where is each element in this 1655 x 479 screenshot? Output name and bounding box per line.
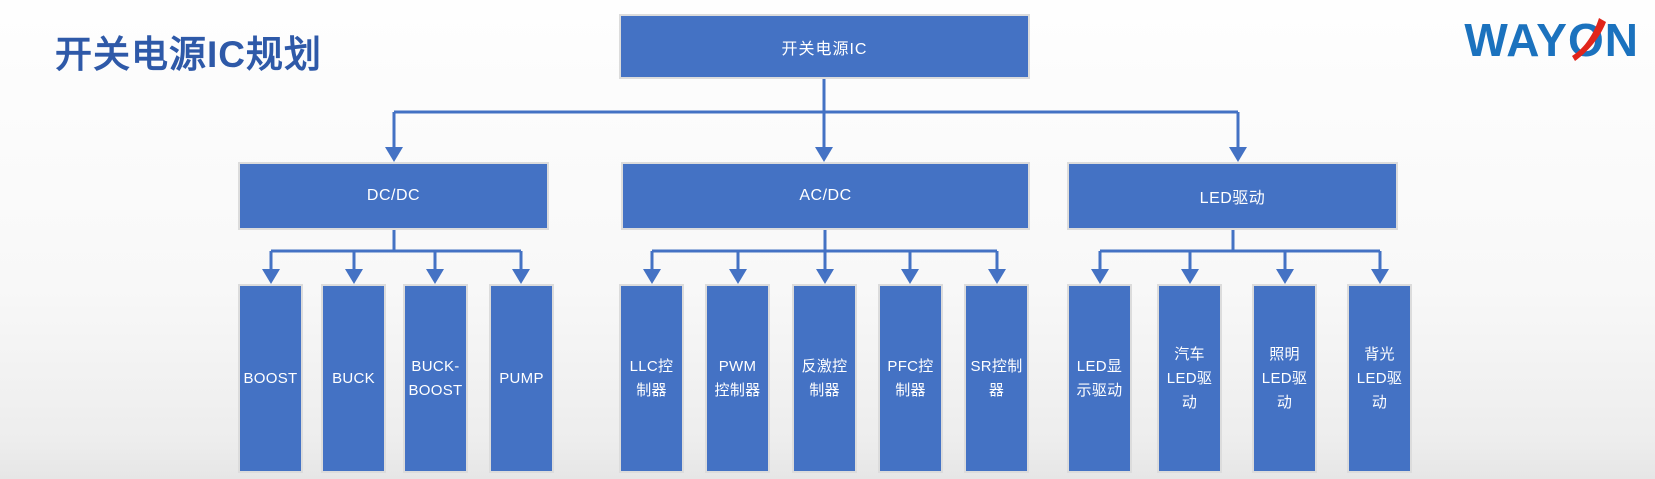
node-buck: BUCK bbox=[321, 284, 386, 473]
logo-text-n: N bbox=[1604, 14, 1639, 66]
node-llc-controller: LLC控 制器 bbox=[619, 284, 684, 473]
logo-text-way: WAY bbox=[1464, 14, 1568, 66]
node-led-display-driver: LED显 示驱动 bbox=[1067, 284, 1132, 473]
node-switching-power-ic: 开关电源IC bbox=[619, 14, 1030, 79]
node-backlight-led-driver: 背光 LED驱 动 bbox=[1347, 284, 1412, 473]
node-acdc: AC/DC bbox=[621, 162, 1030, 230]
node-sr-controller: SR控制 器 bbox=[964, 284, 1029, 473]
node-boost: BOOST bbox=[238, 284, 303, 473]
node-lighting-led-driver: 照明 LED驱 动 bbox=[1252, 284, 1317, 473]
node-flyback-controller: 反激控 制器 bbox=[792, 284, 857, 473]
node-pfc-controller: PFC控 制器 bbox=[878, 284, 943, 473]
page-title: 开关电源IC规划 bbox=[55, 34, 322, 75]
node-dcdc: DC/DC bbox=[238, 162, 549, 230]
node-pump: PUMP bbox=[489, 284, 554, 473]
node-buck-boost: BUCK- BOOST bbox=[403, 284, 468, 473]
node-pwm-controller: PWM 控制器 bbox=[705, 284, 770, 473]
node-automotive-led-driver: 汽车 LED驱 动 bbox=[1157, 284, 1222, 473]
logo-letter-o: O bbox=[1568, 17, 1606, 63]
node-led-driver: LED驱动 bbox=[1067, 162, 1398, 230]
